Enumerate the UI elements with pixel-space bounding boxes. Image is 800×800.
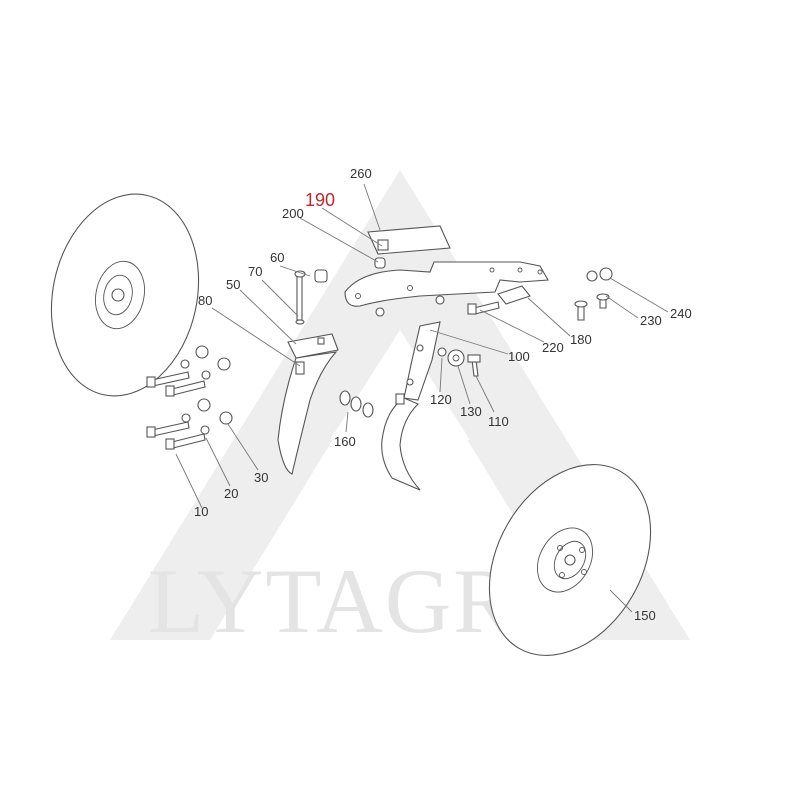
label-50: 50 [226,277,240,292]
label-180: 180 [570,332,592,347]
label-240: 240 [670,306,692,321]
label-100: 100 [508,349,530,364]
label-70: 70 [248,264,262,279]
label-110: 110 [488,414,509,429]
label-30: 30 [254,470,268,485]
label-130: 130 [460,404,482,419]
label-220: 220 [542,340,564,355]
label-200: 200 [282,206,304,221]
pin-and-nut [294,269,328,325]
label-20: 20 [224,486,238,501]
tine-holder [381,321,441,491]
shank [277,333,339,475]
label-160: 160 [334,434,356,449]
label-10: 10 [194,504,208,519]
part-labels: 260 190 200 60 70 50 80 240 230 220 180 … [194,166,692,623]
left-disc [50,193,200,397]
right-disc [488,464,652,656]
top-plate [367,225,451,269]
label-260: 260 [350,166,372,181]
right-bolts [467,267,613,321]
bracket-arm [344,261,549,317]
leader-lines [175,183,669,613]
bolt-set [146,345,233,450]
spacer-rings [339,390,374,418]
label-150: 150 [634,608,656,623]
label-230: 230 [640,313,662,328]
label-120: 120 [430,392,452,407]
washers-and-bolt [437,347,481,377]
label-80: 80 [198,293,212,308]
label-60: 60 [270,250,284,265]
label-190: 190 [305,190,335,210]
